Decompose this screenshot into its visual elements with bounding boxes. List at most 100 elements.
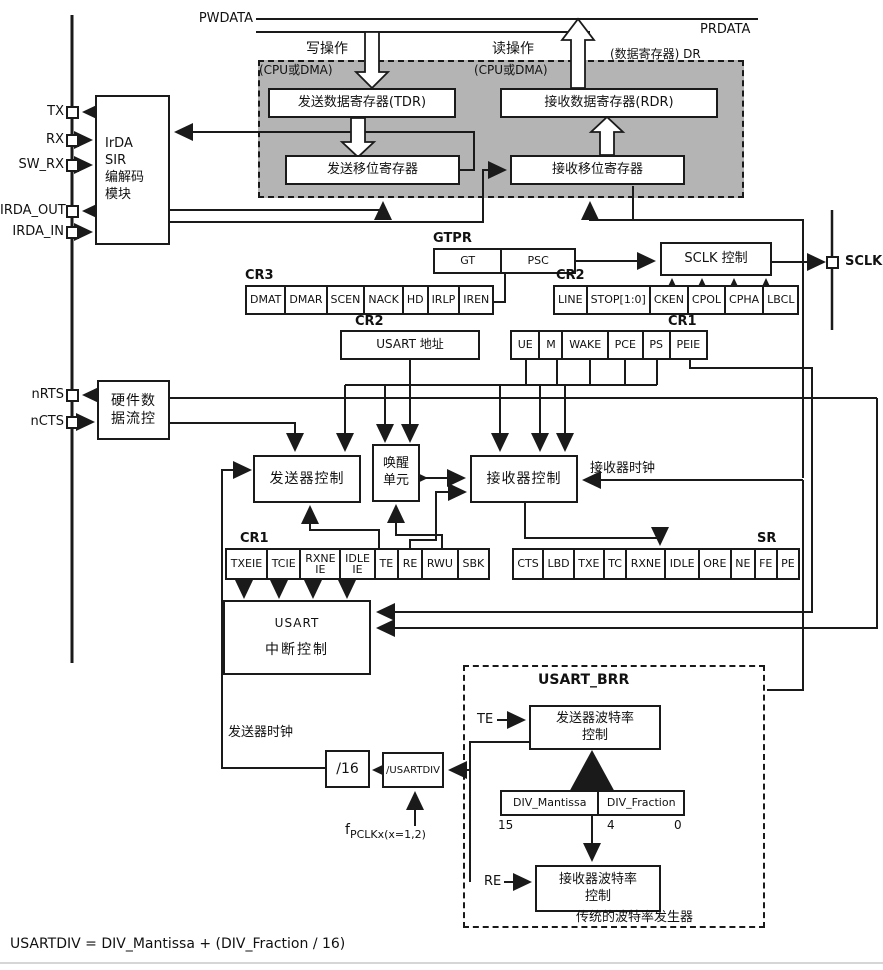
- register-cell: PE: [775, 548, 801, 580]
- brr-tick-15: 15: [498, 818, 514, 832]
- read-op-label: 读操作: [492, 41, 534, 57]
- register-cell: RXNE IE: [299, 548, 342, 580]
- register-cell: IRLP: [426, 285, 461, 315]
- div16-label: /16: [336, 760, 359, 777]
- sclk-pin: [826, 256, 839, 269]
- tx-pin-label: TX: [47, 104, 64, 119]
- read-arrow: [560, 17, 596, 89]
- brr-tick-4: 4: [607, 818, 615, 832]
- usartdiv-divider-block: /USARTDIV: [382, 752, 444, 788]
- register-cell: IREN: [458, 285, 495, 315]
- read-src-label: (CPU或DMA): [474, 63, 548, 77]
- hollow-bus-arrows: [339, 17, 626, 159]
- block-text-line: SIR: [105, 153, 127, 169]
- sclk-control-block: SCLK 控制: [660, 242, 772, 276]
- register-cell: RWU: [421, 548, 459, 580]
- sw-rx-pin-label: SW_RX: [18, 157, 64, 172]
- block-text-line: 接收器波特率: [558, 871, 637, 887]
- register-cell: TCIE: [265, 548, 302, 580]
- register-cell: DMAR: [284, 285, 328, 315]
- nrts-pin-label: nRTS: [31, 387, 64, 402]
- register-cell: TXEIE: [225, 548, 268, 580]
- cr2-addr-label: CR2: [355, 314, 384, 329]
- wakeup-unit-block: 唤醒单元: [372, 444, 420, 502]
- register-cell: NACK: [363, 285, 404, 315]
- write-op-label: 写操作: [306, 41, 348, 57]
- register-cell: PEIE: [668, 330, 708, 360]
- wires: [0, 15, 883, 964]
- cr3-label: CR3: [245, 268, 274, 283]
- register-cell: CKEN: [648, 285, 689, 315]
- block-text-line: 唤醒: [382, 456, 409, 472]
- block-text-line: IrDA: [105, 136, 133, 152]
- register-cell: LBCL: [762, 285, 800, 315]
- usart-address-label: USART 地址: [376, 337, 444, 352]
- nrts-pin: [66, 389, 79, 402]
- register-cell: PCE: [606, 330, 644, 360]
- block-text-line: 单元: [382, 473, 409, 488]
- tx-shift-register-block: 发送移位寄存器: [285, 155, 460, 185]
- usartdiv-label: /USARTDIV: [386, 764, 440, 776]
- register-cell: WAKE: [561, 330, 609, 360]
- receiver-control-label: 接收器控制: [486, 470, 562, 487]
- register-cell: HD: [401, 285, 429, 315]
- register-cell: M: [538, 330, 564, 360]
- ncts-pin-label: nCTS: [30, 414, 64, 429]
- transmitter-control-label: 发送器控制: [269, 470, 345, 487]
- register-cell: TE: [373, 548, 399, 580]
- prdata-label: PRDATA: [700, 22, 751, 37]
- register-cell: LINE: [553, 285, 588, 315]
- fpclk-main: f: [345, 822, 350, 838]
- cr1-top-label: CR1: [668, 314, 697, 329]
- register-cell: CTS: [512, 548, 545, 580]
- cr1-bottom-label: CR1: [240, 531, 269, 546]
- register-cell: GT: [433, 248, 503, 274]
- register-cell: ORE: [697, 548, 732, 580]
- tdr-to-shift-arrow: [339, 117, 377, 159]
- transmitter-clock-label: 发送器时钟: [228, 725, 294, 740]
- rdr-block: 接收数据寄存器(RDR): [500, 88, 718, 118]
- register-cell: PSC: [500, 248, 576, 274]
- rx-baud-control-block: 接收器波特率控制: [535, 865, 661, 912]
- re-label: RE: [484, 874, 502, 889]
- sr-label: SR: [757, 531, 777, 546]
- register-cell: NE: [729, 548, 756, 580]
- receiver-clock-label: 接收器时钟: [590, 461, 656, 476]
- register-cell: CPHA: [724, 285, 765, 315]
- register-cell: RE: [396, 548, 424, 580]
- cr2-top-label: CR2: [556, 268, 585, 283]
- write-src-label: (CPU或DMA): [259, 63, 333, 77]
- sclk-pin-label: SCLK: [845, 254, 883, 269]
- fpclk-sub: PCLKx(x=1,2): [349, 828, 426, 841]
- pwdata-label: PWDATA: [198, 11, 253, 26]
- transmitter-control-block: 发送器控制: [253, 455, 361, 503]
- block-text-line: 模块: [105, 186, 132, 202]
- rx-shift-label: 接收移位寄存器: [551, 161, 643, 177]
- usart-brr-title: USART_BRR: [538, 672, 630, 688]
- register-cell: FE: [753, 548, 778, 580]
- block-text-line: 控制: [581, 727, 608, 743]
- hw-flow-control-block: 硬件数据流控: [97, 380, 170, 440]
- rdr-label: 接收数据寄存器(RDR): [544, 94, 674, 110]
- usart-address-block: USART 地址: [340, 330, 480, 360]
- sclk-control-label: SCLK 控制: [684, 250, 748, 266]
- tx-baud-control-block: 发送器波特率控制: [529, 705, 661, 750]
- register-cell: IDLE IE: [339, 548, 376, 580]
- register-cell: IDLE: [664, 548, 700, 580]
- brr-tick-0: 0: [674, 818, 682, 832]
- irda-out-pin: [66, 205, 79, 218]
- tx-shift-label: 发送移位寄存器: [326, 161, 418, 177]
- block-text-line: 硬件数: [111, 392, 156, 409]
- block-text-line: USART: [274, 616, 320, 631]
- shift-to-rdr-arrow: [588, 115, 626, 156]
- register-cell: SBK: [456, 548, 491, 580]
- block-text-line: 控制: [584, 888, 611, 904]
